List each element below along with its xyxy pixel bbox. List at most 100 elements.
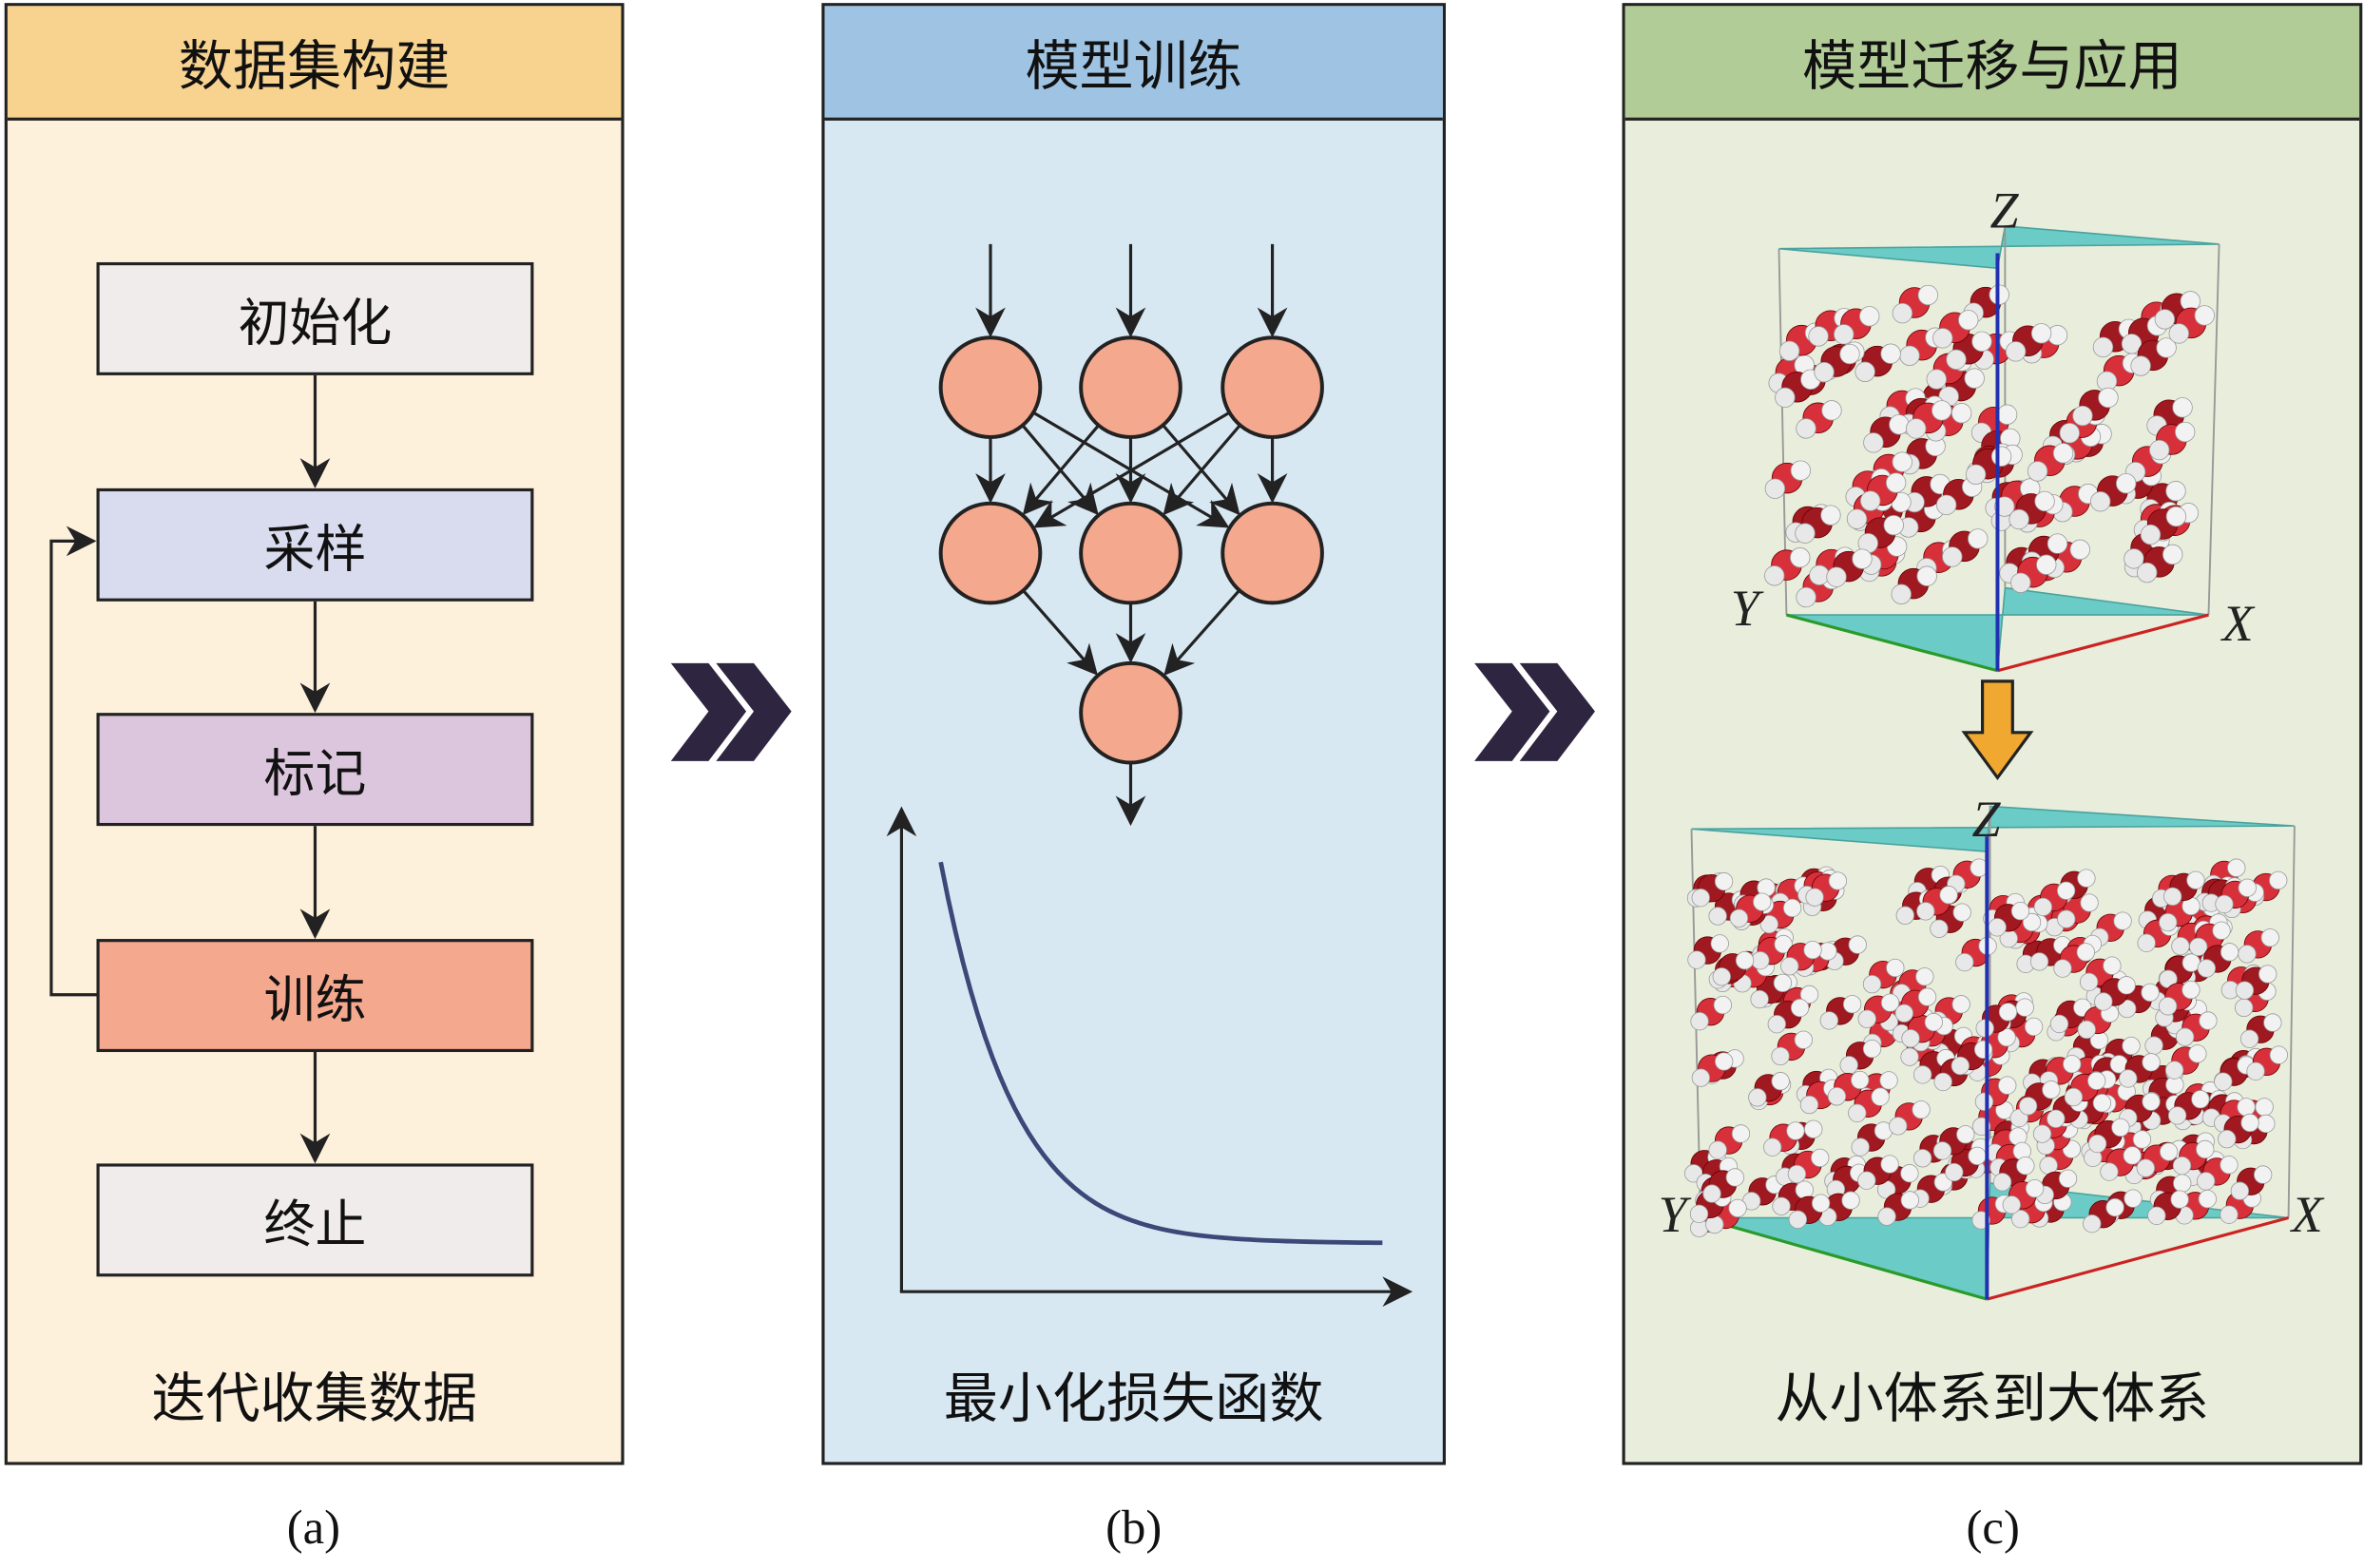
hydrogen-atom <box>1753 892 1772 911</box>
hydrogen-atom <box>2214 1072 2233 1091</box>
step-training: 训练 <box>96 939 534 1053</box>
hydrogen-atom <box>1855 361 1875 382</box>
hydrogen-atom <box>2042 1080 2061 1100</box>
hydrogen-atom <box>1731 1124 1751 1143</box>
hydrogen-atom <box>2087 1071 2106 1091</box>
caption-a: (a) <box>286 1500 341 1555</box>
hydrogen-atom <box>2172 1156 2192 1176</box>
hydrogen-atom <box>1820 505 1841 526</box>
hydrogen-atom <box>2083 1214 2102 1233</box>
hydrogen-atom <box>1958 310 1979 331</box>
hydrogen-atom <box>2022 912 2042 932</box>
hydrogen-atom <box>1996 404 2018 425</box>
hydrogen-atom <box>2191 1090 2210 1109</box>
hydrogen-atom <box>2072 405 2093 427</box>
hydrogen-atom <box>1998 1076 2017 1095</box>
neuron-node <box>1220 501 1324 605</box>
hydrogen-atom <box>2059 422 2080 444</box>
hydrogen-atom <box>1894 1004 1913 1023</box>
hydrogen-atom <box>1964 368 1985 389</box>
hydrogen-atom <box>2162 544 2183 565</box>
z-axis-label-large: Z <box>1971 793 2001 849</box>
hydrogen-atom <box>1974 1092 1994 1111</box>
hydrogen-atom <box>2080 893 2099 912</box>
hydrogen-atom <box>1773 973 1793 993</box>
hydrogen-atom <box>2113 911 2132 930</box>
panel-b-footer: 最小化损失函数 <box>943 1368 1324 1431</box>
hydrogen-atom <box>1917 284 1939 306</box>
connection-arrow <box>1163 424 1241 516</box>
hydrogen-atom <box>2057 909 2076 928</box>
hydrogen-atom <box>1975 1019 1994 1038</box>
hydrogen-atom <box>2117 976 2136 995</box>
hydrogen-atom <box>2142 1053 2161 1072</box>
hydrogen-atom <box>2077 1020 2096 1040</box>
hydrogen-atom <box>1862 974 1882 994</box>
neuron-node <box>1079 501 1182 605</box>
hydrogen-atom <box>1912 1100 1931 1119</box>
hydrogen-atom <box>1767 1015 1786 1034</box>
hydrogen-atom <box>2137 933 2156 952</box>
hydrogen-atom <box>1886 958 1905 978</box>
hydrogen-atom <box>2008 508 2029 530</box>
hydrogen-atom <box>1889 1117 1908 1136</box>
hydrogen-atom <box>1712 967 1731 986</box>
hydrogen-atom <box>2237 1098 2256 1117</box>
hydrogen-atom <box>2024 1017 2044 1037</box>
hydrogen-atom <box>2140 524 2162 545</box>
hydrogen-atom <box>2077 869 2096 888</box>
hydrogen-atom <box>1895 906 1914 925</box>
hydrogen-atom <box>1892 451 1912 472</box>
hydrogen-atom <box>1848 1103 1867 1122</box>
hydrogen-atom <box>2147 1206 2166 1225</box>
hydrogen-atom <box>1900 1191 1919 1210</box>
hydrogen-atom <box>2132 1130 2152 1149</box>
hydrogen-atom <box>2076 943 2095 962</box>
hydrogen-atom <box>1708 1140 1727 1159</box>
hydrogen-atom <box>1714 871 1734 891</box>
hydrogen-atom <box>1880 343 1901 364</box>
hydrogen-atom <box>2175 1027 2195 1046</box>
hydrogen-atom <box>1748 1088 1767 1107</box>
neuron-node <box>1079 660 1182 765</box>
neuron-node <box>1079 335 1182 439</box>
hydrogen-atom <box>2154 309 2176 330</box>
hydrogen-atom <box>1900 1047 1919 1066</box>
y-axis-label-small: Y <box>1730 582 1759 638</box>
hydrogen-atom <box>1857 1171 1876 1190</box>
hydrogen-atom <box>2142 1092 2161 1111</box>
hydrogen-atom <box>1935 494 1957 516</box>
hydrogen-atom <box>2034 490 2055 512</box>
hydrogen-atom <box>1687 950 1706 969</box>
x-axis-label-large: X <box>2291 1187 2323 1244</box>
hydrogen-atom <box>1763 1138 1782 1157</box>
hydrogen-atom <box>1906 418 1927 439</box>
hydrogen-atom <box>1930 919 1949 938</box>
hydrogen-atom <box>2235 998 2254 1018</box>
loss-curve <box>938 861 1383 1246</box>
hydrogen-atom <box>1889 414 1910 435</box>
hydrogen-atom <box>1932 1141 1952 1160</box>
hydrogen-atom <box>1863 432 1884 453</box>
small-system-box <box>1764 225 2220 673</box>
hydrogen-atom <box>1764 478 1786 499</box>
hydrogen-atom <box>1778 340 1800 361</box>
panel-a-title: 数据集构建 <box>7 6 622 121</box>
hydrogen-atom <box>1819 1011 1839 1030</box>
down-arrow-icon <box>1961 679 2034 781</box>
hydrogen-atom <box>1702 1184 1721 1203</box>
connection-arrow <box>1022 589 1098 676</box>
panel-b-title: 模型训练 <box>824 6 1443 121</box>
hydrogen-atom <box>1851 1070 1870 1090</box>
hydrogen-atom <box>1900 1164 1919 1183</box>
hydrogen-atom <box>1992 1173 2012 1192</box>
hydrogen-atom <box>2119 1069 2138 1088</box>
hydrogen-atom <box>1690 1012 1709 1031</box>
hydrogen-atom <box>1780 957 1799 976</box>
caption-b: (b) <box>1105 1500 1163 1555</box>
hydrogen-atom <box>2246 1061 2265 1080</box>
hydrogen-atom <box>1796 418 1816 439</box>
hydrogen-atom <box>2064 1087 2084 1107</box>
hydrogen-atom <box>1901 1029 1920 1048</box>
